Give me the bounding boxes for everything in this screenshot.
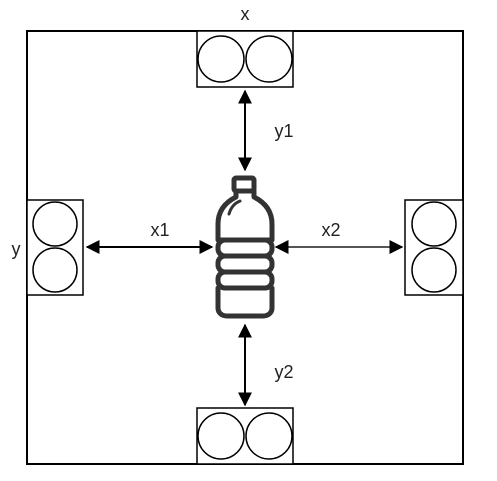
label-y1: y1	[274, 121, 293, 141]
sensor-bottom	[196, 407, 294, 465]
sensor-top	[196, 30, 294, 88]
sensor-top-circle-left	[197, 35, 245, 83]
label-top-x: x	[241, 4, 250, 24]
sensor-left	[26, 199, 84, 296]
sensor-bottom-circle-right	[245, 412, 293, 460]
sensor-right	[404, 199, 464, 296]
label-x1: x1	[150, 220, 169, 240]
sensor-right-circle-top	[411, 201, 457, 247]
sensor-right-circle-bottom	[411, 247, 457, 293]
label-y2: y2	[274, 362, 293, 382]
sensor-top-circle-right	[245, 35, 293, 83]
sensor-left-circle-bottom	[32, 247, 78, 293]
sensor-left-circle-top	[32, 201, 78, 247]
label-left-y: y	[12, 239, 21, 259]
sensor-bottom-circle-left	[197, 412, 245, 460]
water-bottle-icon	[215, 175, 275, 319]
label-x2: x2	[321, 220, 340, 240]
